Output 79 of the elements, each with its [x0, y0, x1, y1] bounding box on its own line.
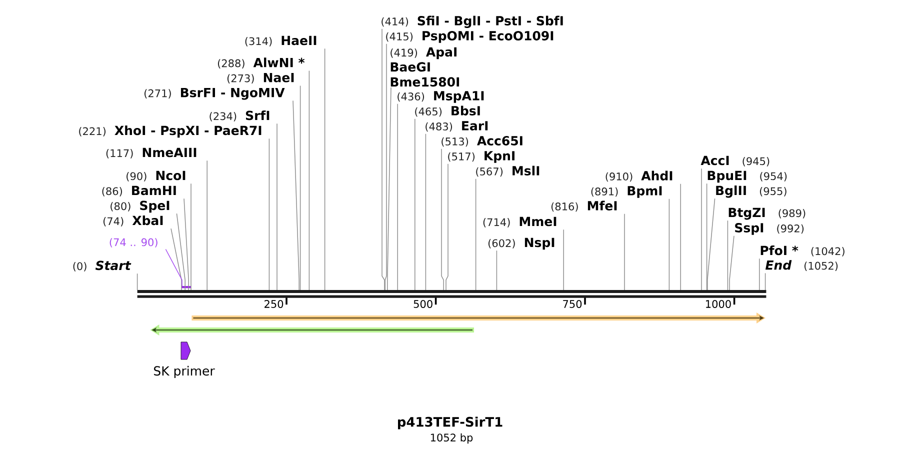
leader-line [268, 138, 270, 290]
leader-line [292, 100, 300, 290]
cut-site-label: BpuEI (954) [708, 170, 787, 183]
cut-site-label: BtgZI (989) [728, 208, 806, 220]
leader-line [384, 44, 387, 290]
cut-site-label: (816) MfeI [551, 200, 617, 212]
binding-site-bar [182, 286, 191, 288]
sequence-end-label: End (1052) [765, 260, 838, 271]
leader-line [170, 228, 182, 290]
cut-site-label: SspI (992) [735, 223, 804, 235]
leader-line [624, 214, 625, 290]
cut-site-label: (288) AlwNI * [218, 58, 305, 68]
leader-line [563, 229, 564, 290]
leader-line [206, 160, 208, 290]
cut-site-label: (483) EarI [426, 121, 488, 132]
leader-line [759, 258, 760, 290]
cut-site-label: (602) NspI [488, 238, 554, 250]
cut-site-label: (910) AhdI [606, 170, 672, 182]
cut-site-label: (419) ApaI BaeGI Bme1580I [390, 47, 460, 87]
cut-site-label: (714) MmeI [483, 216, 556, 228]
map-title: p413TEF-SirT1 [398, 416, 502, 430]
cut-site-label: (891) BpmI [591, 186, 662, 198]
dna-backbone [137, 290, 766, 298]
leader-line [184, 198, 189, 290]
cut-site-label: (567) MslI [476, 166, 540, 177]
cut-site-label: (221) XhoI - PspXI - PaeR7I [79, 126, 262, 138]
leader-line [707, 198, 716, 290]
cut-site-label: PfoI * (1042) [760, 246, 844, 256]
leader-line [425, 134, 426, 290]
cut-site-label: (513) Acc65I [442, 136, 522, 147]
feature-bar [150, 324, 474, 336]
cut-site-label: (80) SpeI [110, 200, 170, 213]
feature-label: (74 .. 90) [110, 238, 158, 248]
tick-label: 250 [264, 300, 284, 308]
cut-site-label: (436) MspA1I [398, 91, 484, 103]
leader-line [668, 198, 670, 290]
cut-site-label: AccI (945) [700, 156, 770, 166]
leader-line [727, 220, 728, 290]
leader-line [300, 85, 301, 290]
cut-site-label: (415) PspOMI - EcoO109I [386, 31, 554, 43]
feature-bar [192, 312, 766, 324]
tick-label: 500 [414, 300, 432, 308]
leader-line [276, 123, 278, 290]
leader-line [176, 213, 186, 290]
tick-label: 750 [563, 300, 582, 308]
cut-site-label: BglII (955) [716, 186, 786, 198]
leader-line [387, 86, 392, 290]
cut-site-label: (234) SrfI [210, 110, 270, 122]
leader-line [397, 104, 398, 290]
leader-line [441, 148, 444, 290]
leader-line [764, 272, 766, 290]
sequence-length: 1052 bp [430, 433, 473, 444]
leader-line [475, 178, 476, 290]
cut-site-label: (271) BsrFI - NgoMIV [144, 88, 285, 100]
cut-site-label: (117) NmeAIII [106, 148, 196, 158]
leader-line [680, 184, 681, 290]
leader-line [308, 70, 310, 290]
leader-line [165, 248, 182, 286]
tick-label: 1000 [706, 300, 731, 308]
cut-site-label: (74) XbaI [103, 216, 163, 226]
leader-line [324, 48, 326, 290]
leader-line [701, 168, 702, 290]
leader-line [382, 28, 385, 290]
leader-line [706, 183, 708, 290]
leader-line [136, 273, 138, 290]
leader-line [190, 183, 192, 290]
cut-site-label: (86) BamHI [102, 186, 176, 196]
leader-line [496, 250, 498, 290]
cut-site-label: (517) KpnI [448, 151, 514, 163]
primer-label: SK primer [154, 366, 215, 378]
cut-site-label: (273) NaeI [227, 72, 294, 84]
cut-site-label: (465) BbsI [415, 106, 480, 117]
cut-site-label: (314) HaeII [245, 36, 316, 46]
leader-line [446, 164, 448, 290]
cut-site-label: (90) NcoI [126, 170, 186, 182]
sequence-end-label: (0) Start [73, 260, 132, 272]
cut-site-label: (414) SfiI - BglI - PstI - SbfI [382, 16, 563, 28]
leader-line [414, 118, 416, 290]
leader-line [729, 236, 734, 290]
